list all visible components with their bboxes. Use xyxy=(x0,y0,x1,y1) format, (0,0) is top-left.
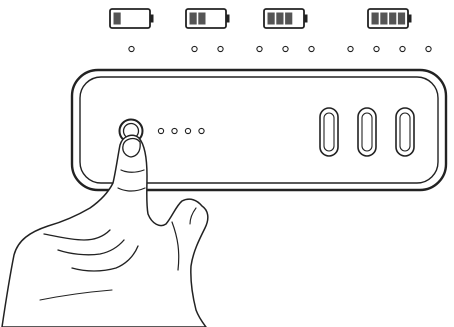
battery-segment xyxy=(276,12,284,25)
battery-level-2 xyxy=(185,8,230,53)
level-indicator-dot xyxy=(308,45,315,53)
battery-level-1 xyxy=(109,8,154,53)
battery-icon xyxy=(185,8,230,29)
indicator-led xyxy=(198,127,205,135)
battery-icon xyxy=(109,8,154,29)
level-indicator-dot xyxy=(425,45,432,53)
battery-segment xyxy=(285,12,293,25)
level-indicator-dot xyxy=(256,45,263,53)
battery-segment xyxy=(198,12,206,25)
battery-segment xyxy=(397,12,406,25)
level-indicator-dot xyxy=(128,45,135,53)
level-indicator-dot xyxy=(347,45,354,53)
power-bank-body xyxy=(70,68,448,192)
level-indicator-dot xyxy=(373,45,380,53)
indicator-led xyxy=(157,127,165,135)
battery-level-3 xyxy=(256,8,315,53)
battery-segment xyxy=(371,12,379,25)
battery-icon xyxy=(263,8,308,29)
usb-port-group xyxy=(319,107,415,157)
finger-press-icon xyxy=(1,134,209,327)
battery-segment xyxy=(389,12,397,25)
usb-port xyxy=(319,107,339,157)
indicator-led-group xyxy=(157,127,205,135)
battery-segment xyxy=(380,12,388,25)
usb-port xyxy=(395,107,415,157)
usb-port xyxy=(357,107,377,157)
level-indicator-dot xyxy=(282,45,289,53)
indicator-led xyxy=(171,127,178,135)
battery-level-4 xyxy=(347,8,432,53)
battery-segment xyxy=(189,12,197,25)
level-indicator-dot xyxy=(217,45,224,53)
battery-icon xyxy=(367,8,412,29)
battery-segment xyxy=(113,12,121,25)
battery-segment xyxy=(267,12,275,25)
level-indicator-dot xyxy=(399,45,406,53)
battery-level-legend xyxy=(109,8,432,53)
indicator-led xyxy=(184,127,192,135)
level-indicator-dot xyxy=(191,45,198,53)
